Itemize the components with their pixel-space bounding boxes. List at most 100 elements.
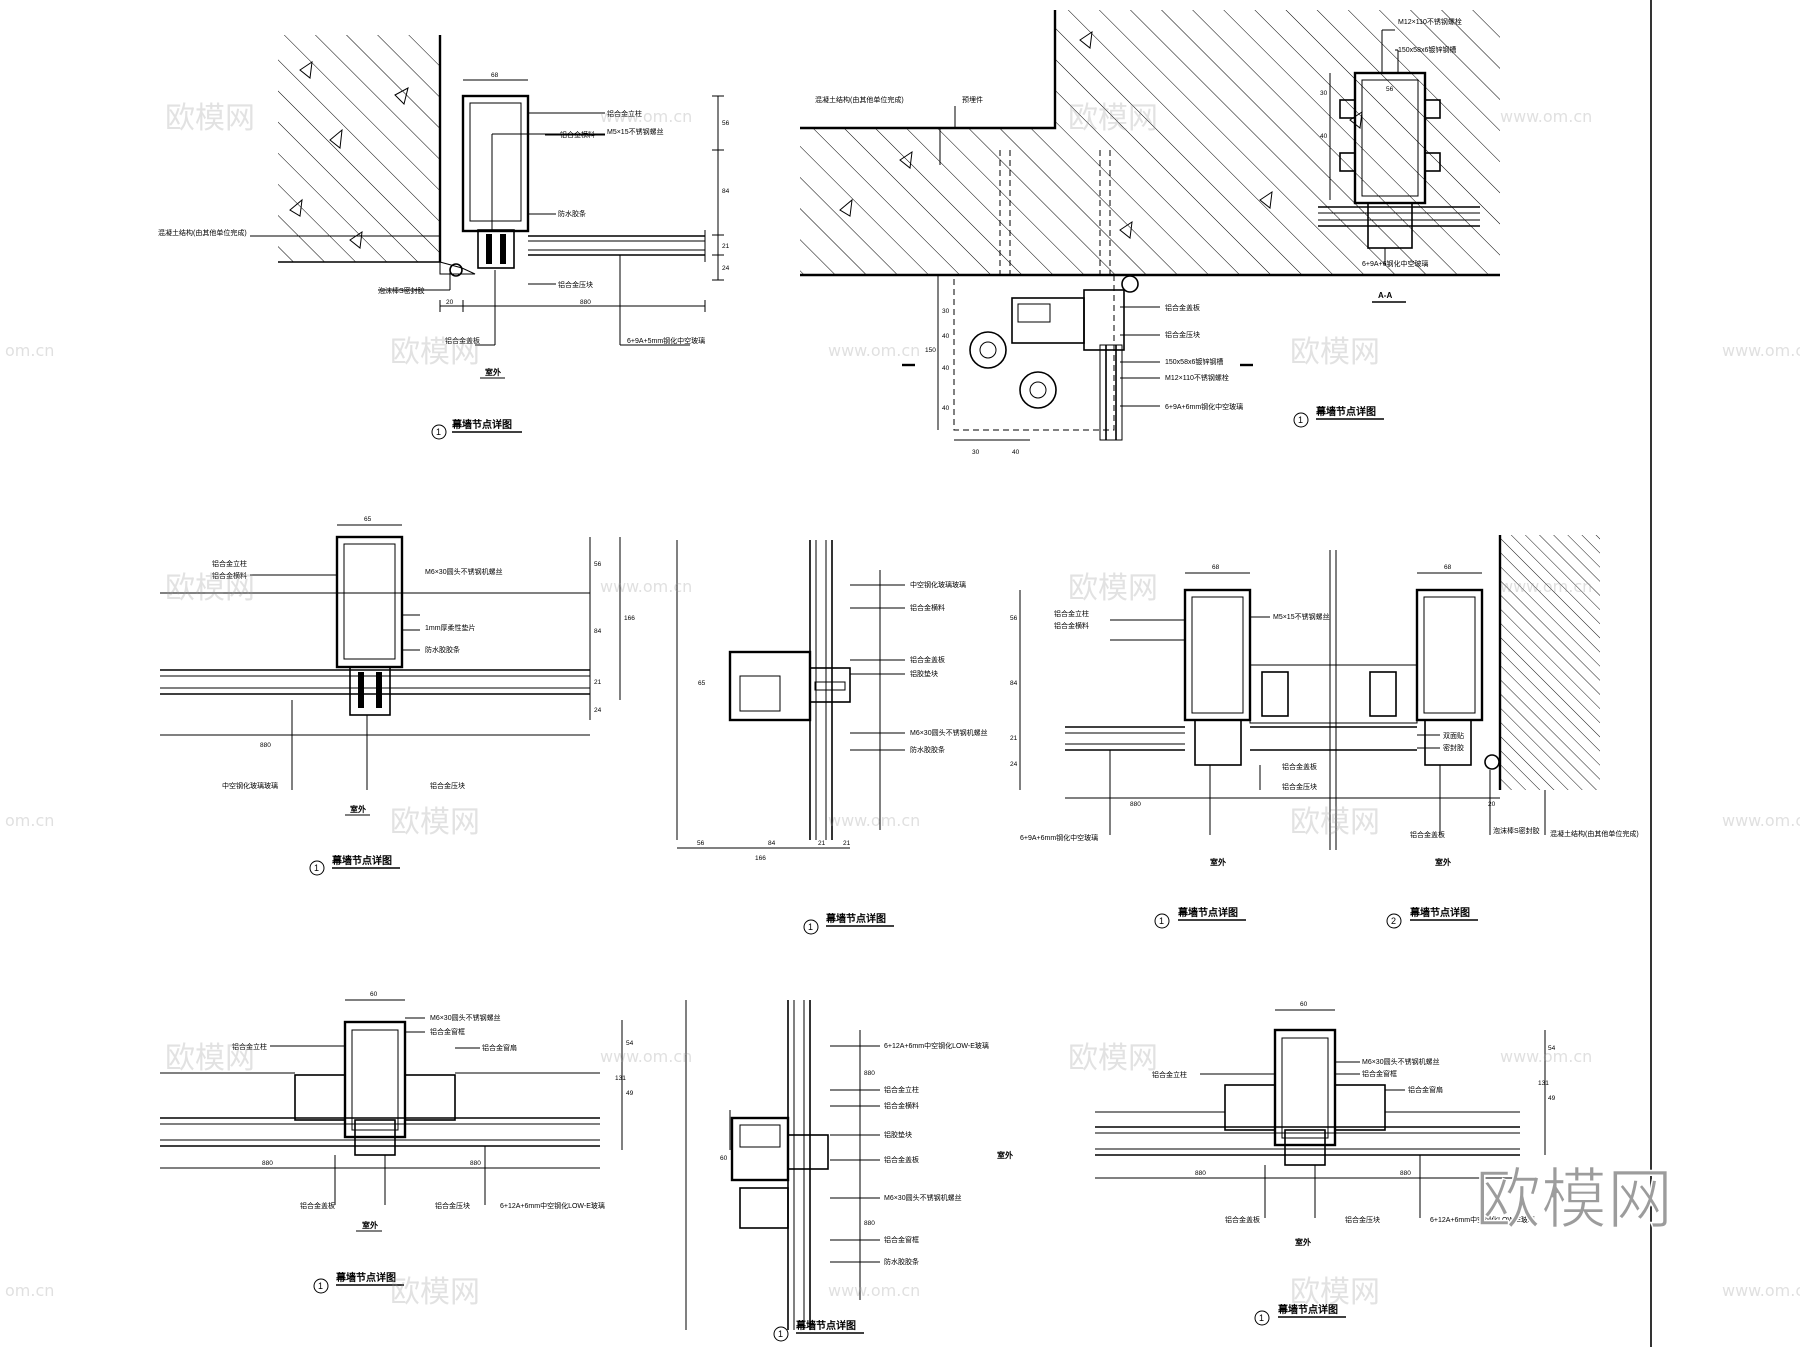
watermarks: 欧模网 www.om.cn 欧模网 www.om.cn om.cn 欧模网 ww… — [5, 101, 1800, 1310]
label: 铝合金横料 — [560, 130, 595, 139]
label: M6×30圆头不锈钢机螺丝 — [884, 1193, 962, 1202]
outdoor-label: 室外 — [350, 804, 366, 814]
watermark-url: www.om.cn — [1722, 1281, 1800, 1300]
detail-number: 1 — [808, 922, 813, 932]
dim: 131 — [1538, 1080, 1549, 1087]
dim: 65 — [364, 516, 372, 523]
dim: 880 — [1130, 801, 1141, 808]
label: 铝合金盖板 — [1165, 303, 1200, 312]
label: 铝合金盖板 — [300, 1201, 335, 1210]
detail-number: 1 — [778, 1329, 783, 1339]
detail-8: 6+12A+6mm中空钢化LOW-E玻璃 铝合金立柱 铝合金横料 铝胶垫块 铝合… — [685, 1000, 1013, 1342]
dim: 131 — [615, 1075, 626, 1082]
label: 铝合金窗扇 — [482, 1043, 517, 1052]
detail-4: 铝合金立柱 铝合金横料 M6×30圆头不锈钢机螺丝 1mm厚柔性垫片 防水胶胶条… — [160, 516, 635, 876]
watermark-url: www.om.cn — [1500, 107, 1592, 126]
label: 6+12A+6mm中空钢化LOW-E玻璃 — [500, 1201, 605, 1210]
watermark-logo: 欧模网 — [1290, 805, 1380, 840]
detail-6: 铝合金立柱 铝合金横料 M5×15不锈钢螺丝 铝合金盖板 铝合金压块 6+9A+… — [1010, 535, 1639, 929]
watermark-logo: 欧模网 — [165, 1041, 255, 1076]
label: 铝合金压块 — [435, 1201, 470, 1210]
dim: 60 — [370, 991, 378, 998]
label: 中空钢化玻璃玻璃 — [222, 781, 278, 790]
label: 铝合金窗框 — [430, 1027, 465, 1036]
label: 铝合金窗扇 — [1408, 1085, 1443, 1094]
concrete-hatch — [1500, 535, 1600, 790]
detail-number: 1 — [1298, 415, 1303, 425]
dim: 30 — [942, 308, 950, 315]
label: M6×30圆头不锈钢机螺丝 — [1362, 1057, 1440, 1066]
detail-number: 2 — [1391, 916, 1396, 926]
label: 铝胶垫块 — [910, 669, 938, 678]
label: M12×110不锈钢螺栓 — [1398, 17, 1462, 26]
label: 铝合金盖板 — [445, 336, 480, 345]
watermark-logo: 欧模网 — [1290, 1275, 1380, 1310]
watermark-url: www.om.cn — [828, 1281, 920, 1300]
label: 铝合金盖板 — [884, 1155, 919, 1164]
label: 铝合金窗框 — [884, 1235, 919, 1244]
dim: 20 — [1488, 801, 1496, 808]
watermark-logo: 欧模网 — [1068, 1041, 1158, 1076]
dim: 49 — [626, 1090, 634, 1097]
outdoor-label: 室外 — [1210, 857, 1226, 867]
label: 混凝土结构(由其他单位完成) — [158, 228, 247, 237]
dim: 84 — [768, 840, 776, 847]
dim: 21 — [594, 679, 602, 686]
label: 混凝土结构(由其他单位完成) — [1550, 829, 1639, 838]
detail-3: M12×110不锈钢螺栓 150x58x6镀锌钢槽 6+9A+6钢化中空玻璃 5… — [1293, 17, 1480, 428]
aluminium-mullion — [1415, 588, 1484, 722]
label: M6×30圆头不锈钢机螺丝 — [910, 728, 988, 737]
label: M12×110不锈钢螺栓 — [1165, 373, 1229, 382]
detail-title: 幕墙节点详图 — [825, 912, 886, 925]
label: 双面贴 — [1443, 731, 1464, 740]
label: 铝合金立柱 — [1152, 1070, 1187, 1079]
dim: 21 — [843, 840, 851, 847]
label: 6+9A+6钢化中空玻璃 — [1362, 259, 1429, 268]
watermark-logo: 欧模网 — [1068, 571, 1158, 606]
watermark-url: www.om.cn — [600, 1047, 692, 1066]
dim: 84 — [594, 628, 602, 635]
label: 6+9A+6mm钢化中空玻璃 — [1020, 833, 1098, 842]
label: 铝合金压块 — [1345, 1215, 1380, 1224]
label: 铝合金立柱 — [212, 559, 247, 568]
brand-logo: 欧模网 — [1475, 1161, 1673, 1238]
dim: 68 — [1444, 564, 1452, 571]
label: 铝合金立柱 — [884, 1085, 919, 1094]
dim: 56 — [1010, 615, 1018, 622]
detail-title: 幕墙节点详图 — [1277, 1303, 1338, 1316]
dim: 56 — [594, 561, 602, 568]
concrete-hatch — [800, 10, 1500, 275]
dim: 24 — [722, 265, 730, 272]
label: 密封胶 — [1443, 743, 1464, 752]
label: 铝合金压块 — [1282, 782, 1317, 791]
dim: 20 — [446, 299, 454, 306]
dim: 166 — [755, 855, 766, 862]
dim: 49 — [1548, 1095, 1556, 1102]
dim: 60 — [1300, 1001, 1308, 1008]
watermark-logo: 欧模网 — [390, 805, 480, 840]
label: 6+12A+6mm中空钢化LOW-E玻璃 — [884, 1041, 989, 1050]
label: 铝合金盖板 — [1410, 830, 1445, 839]
dim: 880 — [864, 1070, 875, 1077]
label: 6+9A+5mm钢化中空玻璃 — [627, 336, 705, 345]
watermark-logo: 欧模网 — [165, 571, 255, 606]
dim: 40 — [1320, 133, 1328, 140]
label: 混凝土结构(由其他单位完成) — [815, 95, 904, 104]
dim: 880 — [864, 1220, 875, 1227]
dim: 880 — [470, 1160, 481, 1167]
detail-title: 幕墙节点详图 — [1409, 906, 1470, 919]
dim: 40 — [942, 405, 950, 412]
dim: 30 — [972, 449, 980, 456]
detail-number: 1 — [318, 1281, 323, 1291]
watermark-url: www.om.cn — [828, 341, 920, 360]
dim: 21 — [1010, 735, 1018, 742]
outdoor-label: 室外 — [362, 1220, 378, 1230]
outdoor-label: 室外 — [485, 367, 501, 377]
detail-title: 幕墙节点详图 — [451, 418, 512, 431]
aluminium-mullion — [335, 535, 404, 669]
label: 铝合金盖板 — [1225, 1215, 1260, 1224]
label: 铝合金压块 — [1165, 330, 1200, 339]
watermark-url: www.om.cn — [1722, 811, 1800, 830]
label: 铝合金压块 — [558, 280, 593, 289]
label: 6+9A+6mm钢化中空玻璃 — [1165, 402, 1243, 411]
